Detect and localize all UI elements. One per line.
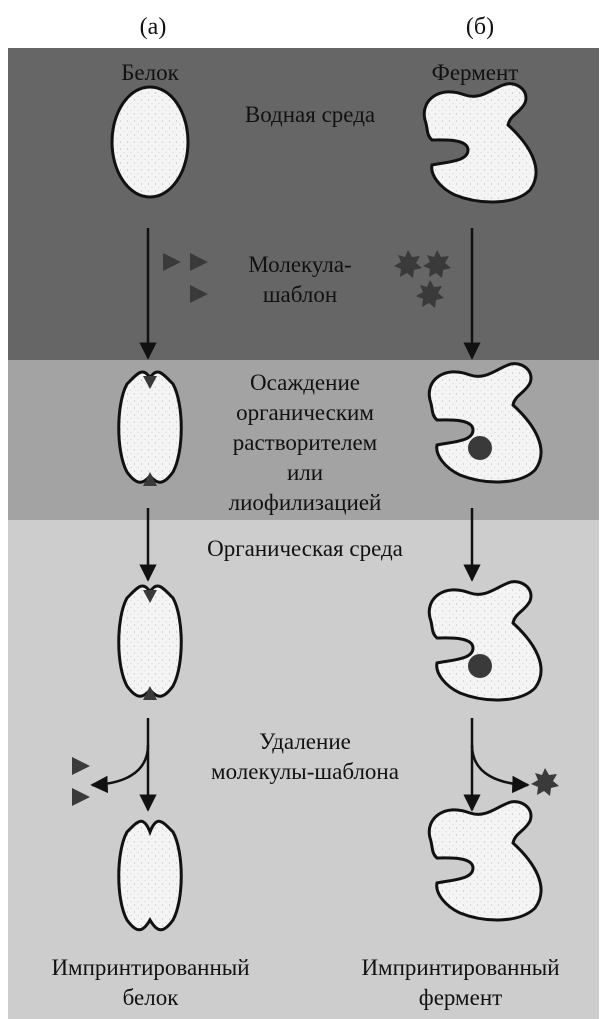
label-enzyme: Фермент (400, 58, 550, 88)
label-imprinted-protein: Импринтированный белок (18, 953, 283, 1013)
protein-with-template-2 (119, 586, 182, 700)
label-precip-line-1: Осаждение (200, 368, 410, 398)
label-aqueous-medium: Водная среда (210, 100, 410, 130)
label-precip-line-5: лиофилизацией (200, 488, 410, 518)
label-result-b-line-1: Импринтированный (328, 953, 593, 983)
label-template-line-2: шаблон (215, 280, 385, 310)
enzyme-native-shape (424, 84, 536, 202)
label-result-a-line-1: Импринтированный (18, 953, 283, 983)
arrow-b-branch (472, 745, 528, 785)
imprinted-protein-shape (119, 821, 182, 929)
template-stars-b (394, 250, 451, 308)
label-template-molecule: Молекула- шаблон (215, 250, 385, 310)
label-organic-medium: Органическая среда (175, 534, 435, 564)
label-imprinted-enzyme: Импринтированный фермент (328, 953, 593, 1013)
label-result-b-line-2: фермент (328, 983, 593, 1013)
protein-native-shape (112, 87, 188, 197)
label-precip-line-3: растворителем (200, 428, 410, 458)
label-precipitation: Осаждение органическим растворителем или… (200, 368, 410, 518)
enzyme-with-template-1 (429, 364, 541, 482)
enzyme-with-template-2 (429, 582, 541, 700)
label-precip-line-4: или (200, 458, 410, 488)
protein-with-template-1 (119, 372, 182, 486)
label-removal-line-1: Удаление (185, 727, 425, 757)
released-star-b (531, 768, 559, 796)
imprinted-enzyme-shape (429, 802, 541, 920)
label-result-a-line-2: белок (18, 983, 283, 1013)
label-protein: Белок (90, 58, 210, 88)
label-template-removal: Удаление молекулы-шаблона (185, 727, 425, 787)
template-triangles-a (163, 253, 208, 303)
arrow-a-branch (92, 745, 148, 785)
label-removal-line-2: молекулы-шаблона (185, 757, 425, 787)
label-precip-line-2: органическим (200, 398, 410, 428)
released-triangles-a (72, 757, 90, 806)
label-template-line-1: Молекула- (215, 250, 385, 280)
